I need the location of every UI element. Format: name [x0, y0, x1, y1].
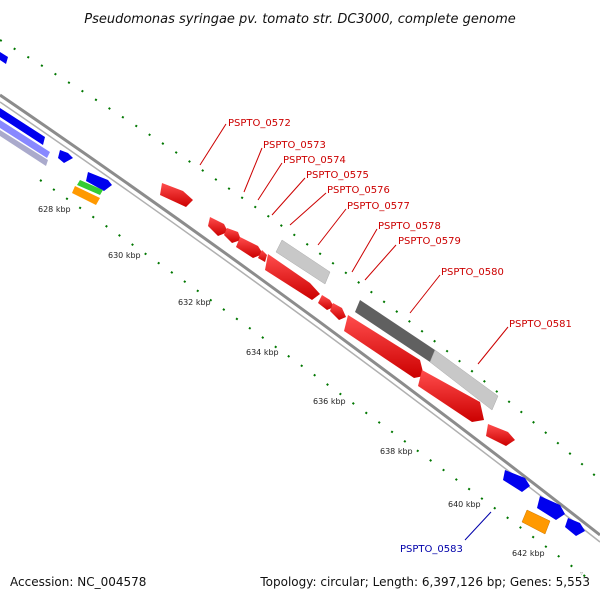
gene-blue-6[interactable]: [537, 496, 565, 520]
gene-label-PSPTO-0578[interactable]: PSPTO_0578: [378, 221, 441, 232]
gene-label-PSPTO-0577[interactable]: PSPTO_0577: [347, 201, 410, 212]
gene-PSPTO-0573[interactable]: [208, 217, 228, 236]
accession-text: Accession: NC_004578: [10, 575, 146, 589]
gene-PSPTO-0577[interactable]: [265, 254, 320, 300]
gene-PSPTO-0575[interactable]: [236, 237, 263, 258]
selected-gene-label-PSPTO-0583[interactable]: PSPTO_0583: [400, 544, 463, 555]
kbp-label: 642 kbp: [512, 549, 545, 558]
gene-red-long-2[interactable]: [418, 370, 484, 422]
right-gene-cluster[interactable]: [503, 470, 585, 536]
gene-red-long-1[interactable]: [344, 315, 424, 378]
red-gene-cluster[interactable]: [160, 183, 515, 446]
gene-blue-5[interactable]: [503, 470, 530, 492]
gene-label-texts[interactable]: PSPTO_0572 PSPTO_0573 PSPTO_0574 PSPTO_0…: [228, 118, 572, 330]
genome-title: Pseudomonas syringae pv. tomato str. DC3…: [84, 12, 516, 27]
gene-PSPTO-0576[interactable]: [258, 250, 267, 262]
gene-label-PSPTO-0573[interactable]: PSPTO_0573: [263, 140, 326, 151]
gene-blue-7[interactable]: [565, 518, 585, 536]
gene-green-1[interactable]: [77, 180, 103, 195]
gene-PSPTO-0580[interactable]: [275, 239, 331, 285]
gene-label-PSPTO-0580[interactable]: PSPTO_0580: [441, 267, 504, 278]
gene-PSPTO-0581[interactable]: [429, 349, 499, 411]
gene-PSPTO-0579[interactable]: [330, 303, 346, 320]
gene-label-group[interactable]: [199, 123, 509, 365]
genome-info-text: Topology: circular; Length: 6,397,126 bp…: [259, 575, 590, 589]
backbone-outer: [0, 93, 600, 537]
gene-label-PSPTO-0576[interactable]: PSPTO_0576: [327, 185, 390, 196]
kbp-label: 640 kbp: [448, 500, 481, 509]
gene-grey-1[interactable]: [0, 130, 48, 166]
gene-purple-1[interactable]: [0, 120, 50, 158]
gene-PSPTO-0578[interactable]: [318, 295, 334, 310]
gene-blue-4[interactable]: [86, 172, 112, 191]
gene-red-short-1[interactable]: [486, 424, 515, 446]
kbp-label: 638 kbp: [380, 447, 413, 456]
kbp-label: 636 kbp: [313, 397, 346, 406]
gene-label-PSPTO-0581[interactable]: PSPTO_0581: [509, 319, 572, 330]
outer-tick-ruler: [0, 39, 600, 481]
gene-PSPTO-0572[interactable]: [160, 183, 193, 207]
gene-label-PSPTO-0575[interactable]: PSPTO_0575: [306, 170, 369, 181]
gene-blue-3[interactable]: [58, 150, 73, 163]
gene-blue-1[interactable]: [0, 108, 45, 145]
gene-blue-2[interactable]: [0, 52, 8, 64]
gene-label-PSPTO-0574[interactable]: PSPTO_0574: [283, 155, 346, 166]
kbp-label: 634 kbp: [246, 348, 279, 357]
left-gene-cluster[interactable]: [0, 52, 112, 205]
kbp-labels: 628 kbp 630 kbp 632 kbp 634 kbp 636 kbp …: [38, 205, 545, 558]
grey-gene-cluster[interactable]: [275, 239, 499, 411]
gene-orange-1[interactable]: [72, 186, 100, 205]
gene-orange-2[interactable]: [521, 509, 551, 535]
kbp-label: 628 kbp: [38, 205, 71, 214]
corner-marker: ▿: [580, 570, 583, 577]
inner-tick-ruler: [39, 179, 591, 581]
gene-dark-grey[interactable]: [355, 300, 435, 362]
kbp-label: 630 kbp: [108, 251, 141, 260]
gene-label-PSPTO-0572[interactable]: PSPTO_0572: [228, 118, 291, 129]
selected-gene-leader: [464, 511, 492, 541]
gene-PSPTO-0574[interactable]: [224, 228, 241, 243]
gene-label-PSPTO-0579[interactable]: PSPTO_0579: [398, 236, 461, 247]
kbp-label: 632 kbp: [178, 298, 211, 307]
